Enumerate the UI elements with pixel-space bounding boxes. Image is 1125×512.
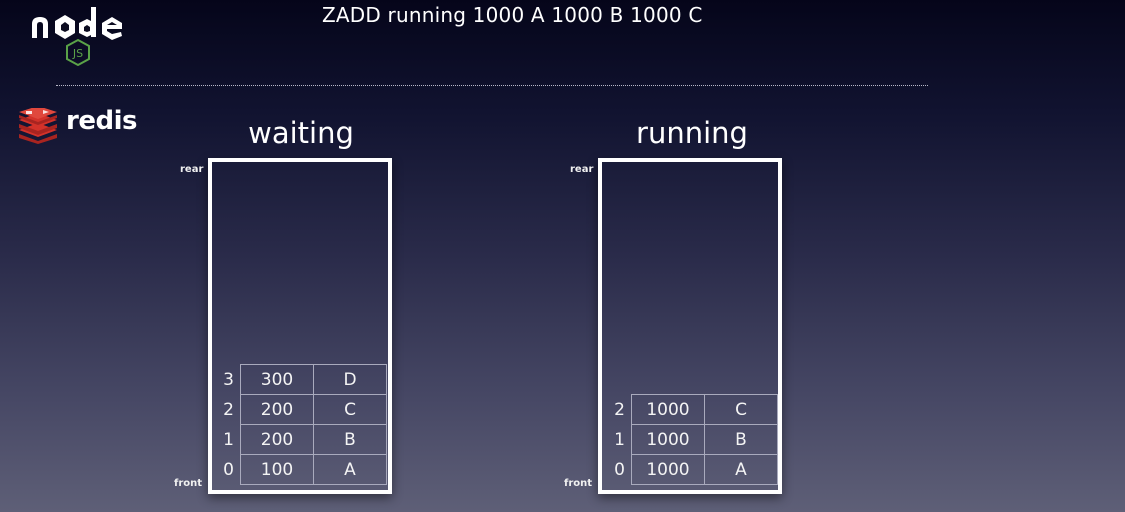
- row-member: B: [704, 424, 778, 455]
- waiting-table: 3 300 D 2 200 C 1 200 B 0 100 A: [217, 364, 387, 485]
- table-row: 3 300 D: [217, 364, 387, 395]
- row-member: C: [704, 394, 778, 425]
- row-member: A: [313, 454, 387, 485]
- table-row: 2 200 C: [217, 394, 387, 425]
- table-row: 1 1000 B: [608, 424, 778, 455]
- running-table: 2 1000 C 1 1000 B 0 1000 A: [608, 394, 778, 485]
- running-queue-box: [598, 158, 782, 494]
- redis-icon: [19, 108, 57, 144]
- svg-text:JS: JS: [72, 47, 83, 60]
- row-member: C: [313, 394, 387, 425]
- waiting-front-label: front: [174, 478, 203, 489]
- waiting-title: waiting: [248, 116, 354, 150]
- row-member: A: [704, 454, 778, 485]
- divider: [56, 85, 928, 86]
- row-score: 100: [240, 454, 314, 485]
- row-score: 1000: [631, 454, 705, 485]
- row-score: 1000: [631, 394, 705, 425]
- row-member: D: [313, 364, 387, 395]
- row-score: 200: [240, 394, 314, 425]
- row-index: 1: [614, 429, 625, 450]
- row-index: 2: [223, 399, 234, 420]
- row-index: 1: [223, 429, 234, 450]
- row-index: 0: [614, 459, 625, 480]
- waiting-rear-label: rear: [180, 164, 204, 175]
- table-row: 0 100 A: [217, 454, 387, 485]
- row-score: 300: [240, 364, 314, 395]
- row-index: 2: [614, 399, 625, 420]
- running-title: running: [636, 116, 748, 150]
- table-row: 1 200 B: [217, 424, 387, 455]
- running-front-label: front: [564, 478, 593, 489]
- node-js-logo: JS: [32, 7, 122, 66]
- row-score: 1000: [631, 424, 705, 455]
- table-row: 0 1000 A: [608, 454, 778, 485]
- row-index: 0: [223, 459, 234, 480]
- waiting-queue-box: [208, 158, 392, 494]
- slide-title: ZADD running 1000 A 1000 B 1000 C: [322, 3, 703, 27]
- redis-wordmark: redis: [66, 106, 137, 136]
- table-row: 2 1000 C: [608, 394, 778, 425]
- row-member: B: [313, 424, 387, 455]
- row-index: 3: [223, 369, 234, 390]
- running-rear-label: rear: [570, 164, 594, 175]
- row-score: 200: [240, 424, 314, 455]
